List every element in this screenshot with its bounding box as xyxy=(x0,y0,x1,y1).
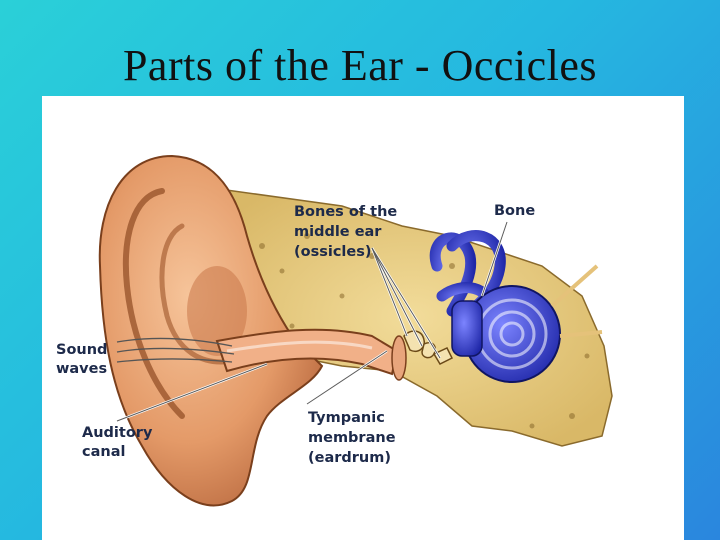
eardrum xyxy=(391,335,407,381)
label-ossicles: Bones of the middle ear (ossicles) xyxy=(294,204,402,260)
auditory-nerve xyxy=(550,264,603,338)
sound-wave-lines xyxy=(116,337,235,363)
label-tympanic-membrane: Tympanic membrane (eardrum) xyxy=(308,410,401,466)
ear-diagram-panel: Bones of the middle ear (ossicles) Bone … xyxy=(42,96,684,540)
slide-title: Parts of the Ear - Occicles xyxy=(122,41,598,90)
label-bone: Bone xyxy=(494,203,535,219)
outer-ear-pinna xyxy=(98,154,324,507)
ear-anatomy-illustration: Bones of the middle ear (ossicles) Bone … xyxy=(56,154,613,507)
label-auditory-canal: Auditory canal xyxy=(82,425,157,460)
ossicles-bones xyxy=(403,330,454,365)
label-sound-waves: Sound waves xyxy=(56,342,113,377)
